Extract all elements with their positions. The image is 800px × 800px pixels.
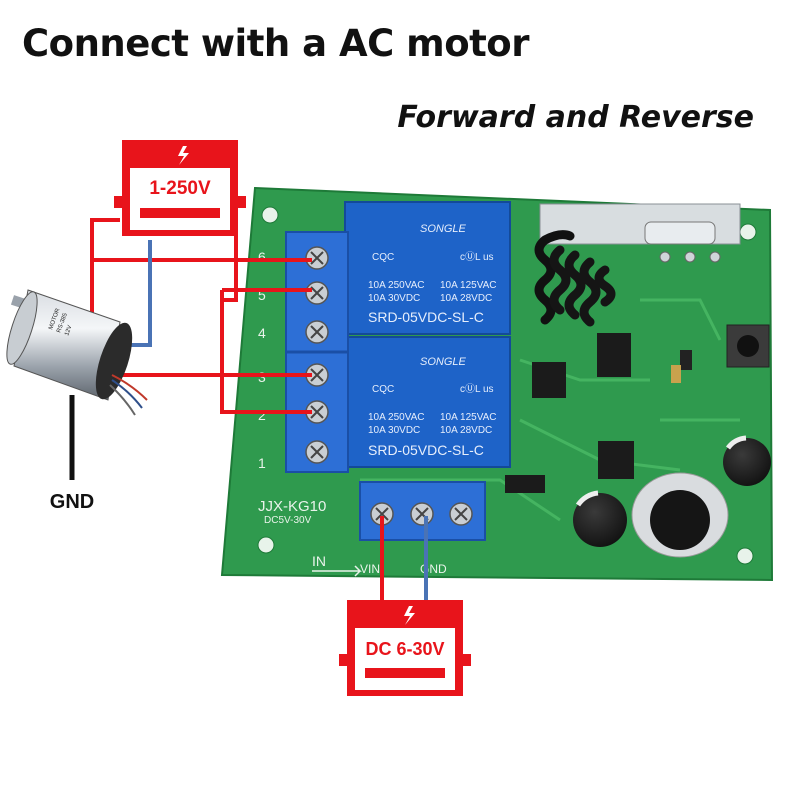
relay-bottom: SONGLE CQC cⓊL us 10A 250VAC 10A 125VAC … xyxy=(344,336,511,468)
ac-motor: MOTOR RS-385 12V xyxy=(6,289,148,416)
input-screws xyxy=(370,502,473,526)
svg-text:10A 28VDC: 10A 28VDC xyxy=(440,293,492,304)
svg-text:10A 125VAC: 10A 125VAC xyxy=(440,280,497,291)
page-subtitle: Forward and Reverse xyxy=(397,100,754,135)
inductor xyxy=(631,472,729,558)
page-title: Connect with a AC motor xyxy=(22,22,529,65)
board-in-label: IN xyxy=(312,553,326,569)
relay-ul: cⓊL us xyxy=(460,251,494,263)
screw-icon xyxy=(305,320,329,344)
dc-wires xyxy=(380,516,428,610)
ground-label: GND xyxy=(50,491,94,513)
svg-text:4: 4 xyxy=(258,325,266,341)
svg-text:2: 2 xyxy=(258,407,266,423)
svg-text:6: 6 xyxy=(258,249,266,265)
board-voltage-label: DC5V-30V xyxy=(264,515,312,526)
svg-text:10A 250VAC: 10A 250VAC xyxy=(368,280,425,291)
svg-text:5: 5 xyxy=(258,287,266,303)
svg-text:10A 125VAC: 10A 125VAC xyxy=(440,412,497,423)
svg-text:10A 250VAC: 10A 250VAC xyxy=(368,412,425,423)
svg-text:1: 1 xyxy=(258,455,266,471)
relay-ul: cⓊL us xyxy=(460,383,494,395)
antenna-coil xyxy=(534,230,616,327)
screw-icon xyxy=(370,502,394,526)
screw-icon xyxy=(410,502,434,526)
dc-power-supply: DC 6-30V xyxy=(339,600,471,696)
lightning-icon xyxy=(178,146,189,165)
ac-power-supply: 1-250V xyxy=(114,140,246,236)
ac-voltage-label: 1-250V xyxy=(149,178,211,199)
screw-icon xyxy=(305,281,329,305)
relay-model: SRD-05VDC-SL-C xyxy=(368,309,484,325)
push-button xyxy=(726,324,770,368)
ic-chip xyxy=(505,333,692,493)
board-vin-label: VIN xyxy=(360,562,380,576)
lightning-icon xyxy=(404,606,415,625)
svg-text:10A 30VDC: 10A 30VDC xyxy=(368,293,420,304)
relay-cqc: CQC xyxy=(372,252,394,263)
screw-icon xyxy=(305,440,329,464)
in-arrow-icon xyxy=(312,565,362,577)
screw-icon xyxy=(449,502,473,526)
svg-text:12V: 12V xyxy=(64,325,73,337)
relay-brand: SONGLE xyxy=(420,356,467,368)
terminal-screws xyxy=(305,246,329,464)
relay-model: SRD-05VDC-SL-C xyxy=(368,442,484,458)
relay-brand: SONGLE xyxy=(420,223,467,235)
dc-voltage-label: DC 6-30V xyxy=(365,639,444,659)
output-terminal-block xyxy=(285,231,349,473)
capacitor xyxy=(573,435,771,547)
screw-icon xyxy=(305,363,329,387)
relay-cqc: CQC xyxy=(372,384,394,395)
svg-text:10A 28VDC: 10A 28VDC xyxy=(440,425,492,436)
svg-text:10A 30VDC: 10A 30VDC xyxy=(368,425,420,436)
board-model-label: JJX-KG10 xyxy=(258,498,326,515)
relay-top: SONGLE CQC cⓊL us 10A 250VAC 10A 125VAC … xyxy=(344,201,511,335)
